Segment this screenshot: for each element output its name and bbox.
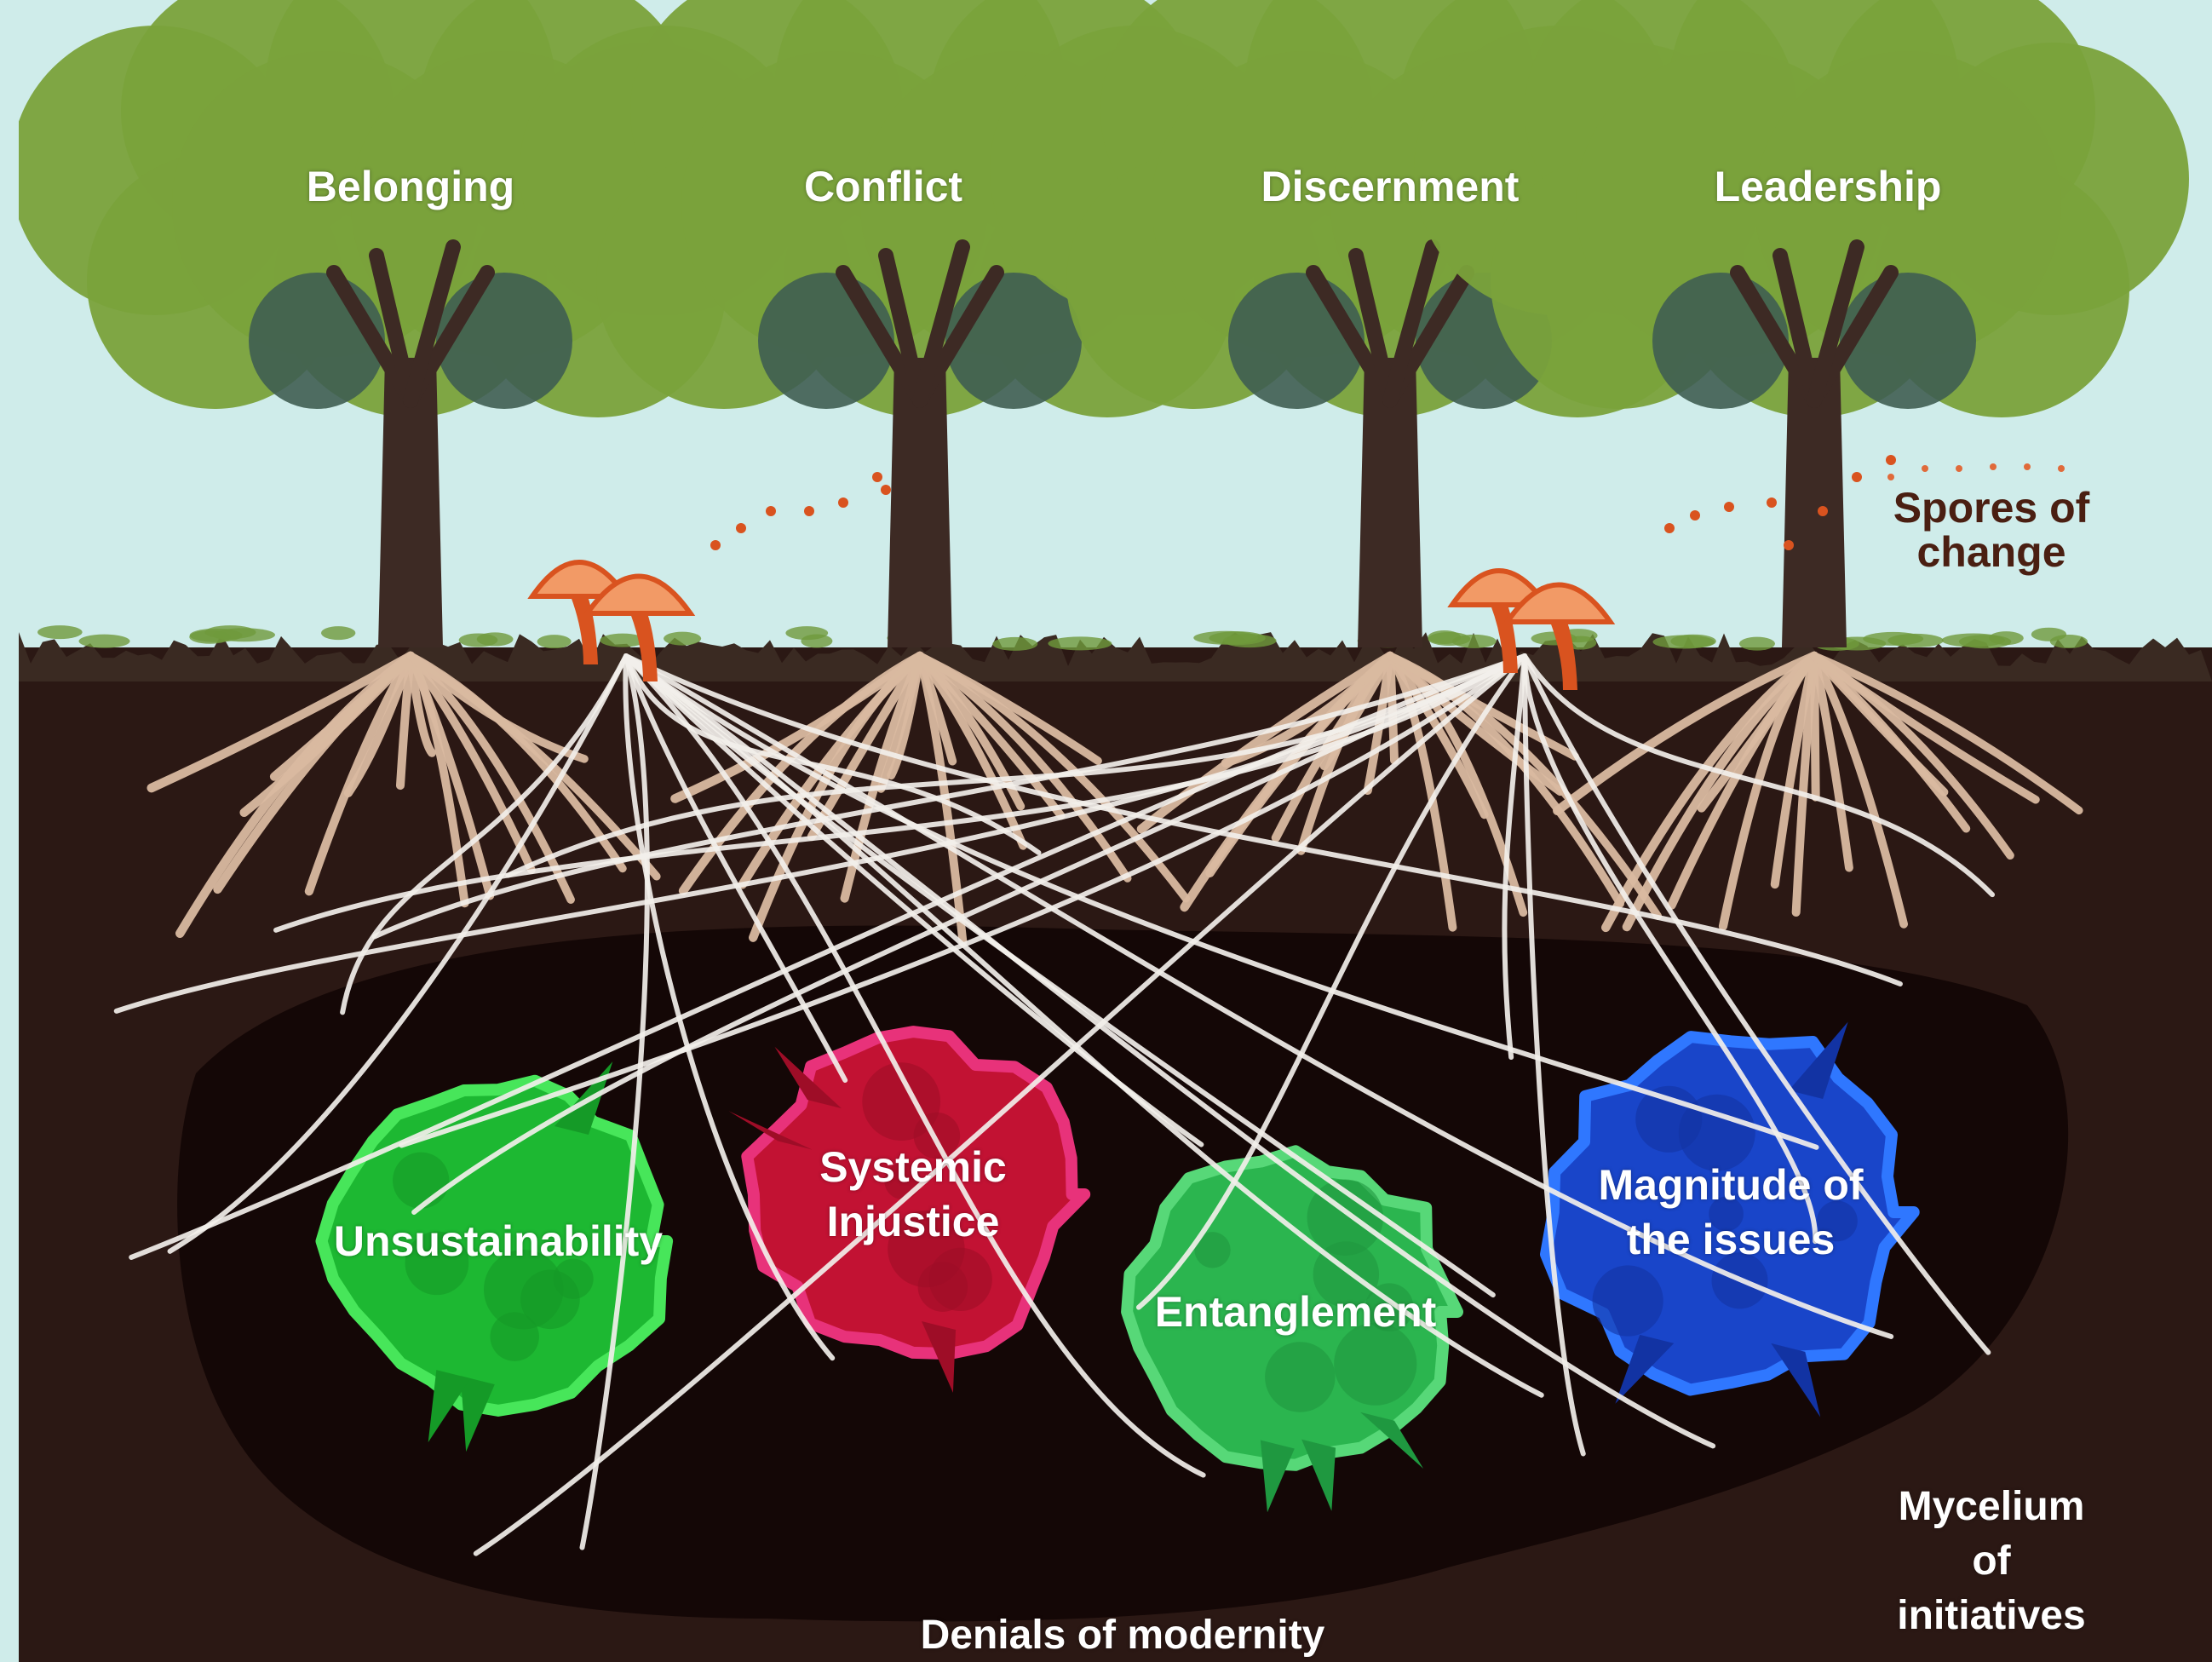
- blob-label-unsustainability: Unsustainability: [334, 1214, 663, 1268]
- grass-tuft: [2050, 635, 2088, 648]
- grass-tuft: [213, 628, 275, 641]
- grass-tuft: [321, 626, 355, 640]
- grass-tuft: [1739, 637, 1775, 651]
- grass-tuft: [37, 625, 83, 639]
- grass-tuft: [1959, 635, 2011, 648]
- blob-label-systemic-injustice: Systemic Injustice: [819, 1140, 1007, 1249]
- grass-tuft: [1428, 632, 1470, 646]
- grass-tuft: [1223, 634, 1277, 647]
- left-border: [0, 0, 19, 1662]
- grass-tuft: [785, 626, 828, 640]
- tree-label-conflict: Conflict: [804, 162, 962, 211]
- grass-tuft: [1048, 636, 1112, 650]
- tree-label-belonging: Belonging: [307, 162, 514, 211]
- grass-tuft: [664, 632, 701, 646]
- blob-label-entanglement: Entanglement: [1155, 1285, 1437, 1339]
- mycelium-of-initiatives-label: Mycelium of initiatives: [1882, 1480, 2102, 1643]
- grass-tuft: [1670, 635, 1715, 648]
- denials-of-modernity-label: Denials of modernity: [921, 1608, 1325, 1662]
- grass-tuft: [477, 632, 514, 646]
- grass-tuft: [79, 635, 130, 648]
- grass-tuft: [992, 637, 1037, 651]
- grass-tuft: [537, 635, 572, 648]
- tree-label-leadership: Leadership: [1715, 162, 1942, 211]
- spores-of-change-label: Spores of change: [1893, 486, 2090, 574]
- grass-tuft: [1863, 632, 1923, 646]
- tree-label-discernment: Discernment: [1261, 162, 1520, 211]
- blob-label-magnitude-of-the-issues: Magnitude of the issues: [1598, 1158, 1863, 1267]
